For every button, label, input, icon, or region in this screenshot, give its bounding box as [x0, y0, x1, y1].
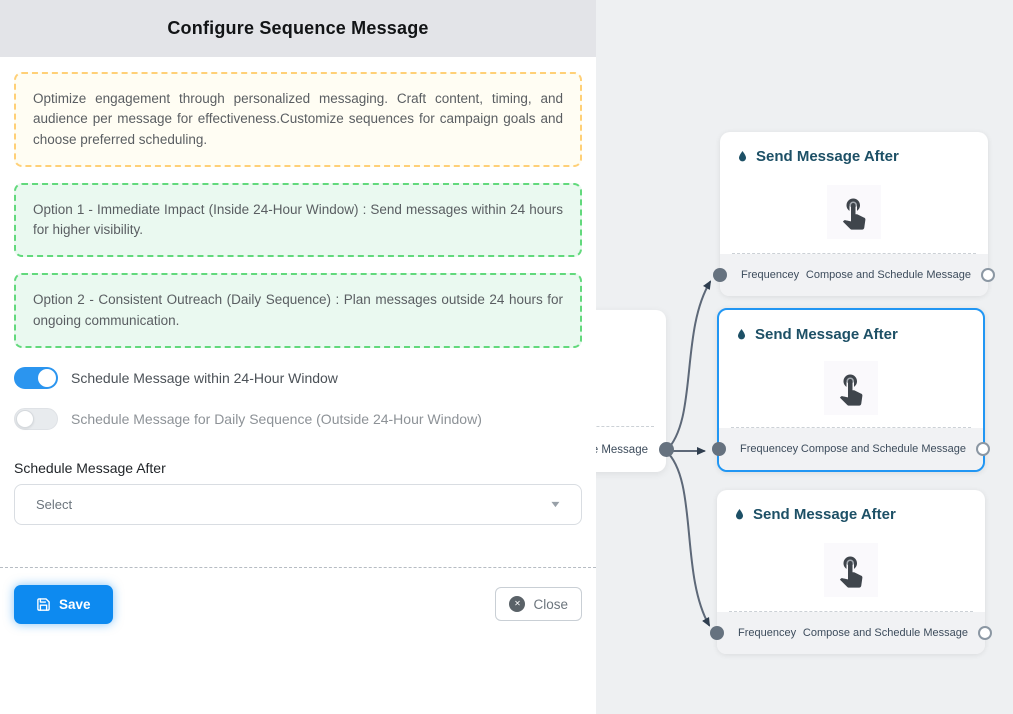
source-node-footer-text: ce Message: [596, 443, 648, 456]
toggle-within-24h-window[interactable]: [14, 366, 58, 389]
schedule-after-label: Schedule Message After: [14, 459, 166, 476]
option1-text: Option 1 - Immediate Impact (Inside 24-H…: [33, 201, 563, 237]
frequency-label[interactable]: Frequencey: [740, 443, 799, 455]
water-drop-icon: [735, 509, 744, 520]
actions-row: Save ✕ Close: [14, 584, 582, 624]
water-drop-icon: [738, 151, 747, 162]
node-footer-divider: [731, 427, 971, 428]
floppy-disk-icon: [37, 597, 50, 611]
output-connection-handle[interactable]: [978, 626, 992, 640]
tap-gesture-icon[interactable]: [827, 185, 881, 239]
output-connection-handle[interactable]: [976, 442, 990, 456]
config-panel: Configure Sequence Message Optimize enga…: [0, 0, 596, 624]
save-button[interactable]: Save: [14, 584, 113, 624]
source-connection-handle[interactable]: [659, 442, 674, 457]
source-node-partial[interactable]: ce Message: [596, 310, 674, 472]
node-footer-divider: [596, 426, 654, 427]
compose-schedule-label[interactable]: Compose and Schedule Message: [800, 443, 966, 455]
close-button-label: Close: [533, 596, 568, 612]
toggle-daily-sequence[interactable]: [14, 407, 58, 430]
toggle-knob: [16, 409, 34, 428]
intro-info-box: Optimize engagement through personalized…: [14, 72, 582, 167]
option2-text: Option 2 - Consistent Outreach (Daily Se…: [33, 292, 563, 328]
toggle-daily-sequence-label: Schedule Message for Daily Sequence (Out…: [71, 410, 482, 427]
water-drop-icon: [737, 329, 746, 340]
intro-text: Optimize engagement through personalized…: [33, 91, 563, 147]
schedule-after-select[interactable]: Select ▼: [14, 483, 582, 525]
edge-to-node-1: [665, 280, 712, 452]
source-node-footer: ce Message: [596, 427, 666, 472]
node-send-message-after-1[interactable]: Send Message After Frequencey Compose an…: [713, 132, 995, 296]
node-footer-divider: [732, 253, 976, 254]
toggle-row-within-24h: Schedule Message within 24-Hour Window: [14, 366, 582, 389]
option2-info-box: Option 2 - Consistent Outreach (Daily Se…: [14, 273, 582, 348]
node-header: Send Message After: [719, 310, 983, 343]
footer-divider: [0, 566, 596, 568]
node-footer: Frequencey Compose and Schedule Message: [720, 254, 988, 296]
close-button[interactable]: ✕ Close: [495, 587, 582, 622]
chevron-down-icon: ▼: [548, 499, 563, 510]
compose-schedule-label[interactable]: Compose and Schedule Message: [802, 627, 968, 639]
node-send-message-after-3[interactable]: Send Message After Frequencey Compose an…: [710, 490, 992, 654]
node-body: [720, 172, 988, 252]
frequency-label[interactable]: Frequencey: [738, 627, 797, 639]
save-button-label: Save: [59, 596, 91, 612]
select-placeholder: Select: [36, 496, 73, 512]
toggle-row-daily-sequence: Schedule Message for Daily Sequence (Out…: [14, 407, 582, 430]
frequency-label[interactable]: Frequencey: [741, 269, 800, 281]
panel-body: Optimize engagement through personalized…: [0, 57, 596, 624]
tap-gesture-icon[interactable]: [824, 361, 878, 415]
input-connection-handle[interactable]: [713, 268, 727, 282]
node-body: [717, 530, 985, 610]
node-body: [719, 350, 983, 426]
tap-gesture-icon[interactable]: [824, 543, 878, 597]
node-footer: Frequencey Compose and Schedule Message: [717, 612, 985, 654]
input-connection-handle[interactable]: [712, 442, 726, 456]
toggle-knob: [38, 368, 56, 387]
node-title: Send Message After: [755, 326, 898, 343]
node-header: Send Message After: [720, 132, 988, 165]
node-title: Send Message After: [753, 506, 896, 523]
input-connection-handle[interactable]: [710, 626, 724, 640]
node-title: Send Message After: [756, 148, 899, 165]
toggle-within-24h-label: Schedule Message within 24-Hour Window: [71, 369, 338, 386]
flow-canvas[interactable]: ce Message Send Message After: [596, 0, 1013, 714]
node-footer-divider: [729, 611, 973, 612]
edge-to-node-3: [665, 450, 710, 627]
node-send-message-after-2[interactable]: Send Message After Frequencey Compose an…: [712, 308, 990, 472]
page-title: Configure Sequence Message: [167, 18, 429, 38]
option1-info-box: Option 1 - Immediate Impact (Inside 24-H…: [14, 182, 582, 258]
close-icon: ✕: [509, 596, 526, 613]
panel-header: Configure Sequence Message: [0, 0, 596, 57]
output-connection-handle[interactable]: [981, 268, 995, 282]
compose-schedule-label[interactable]: Compose and Schedule Message: [805, 269, 971, 281]
node-header: Send Message After: [717, 490, 985, 523]
node-footer: Frequencey Compose and Schedule Message: [719, 428, 983, 470]
